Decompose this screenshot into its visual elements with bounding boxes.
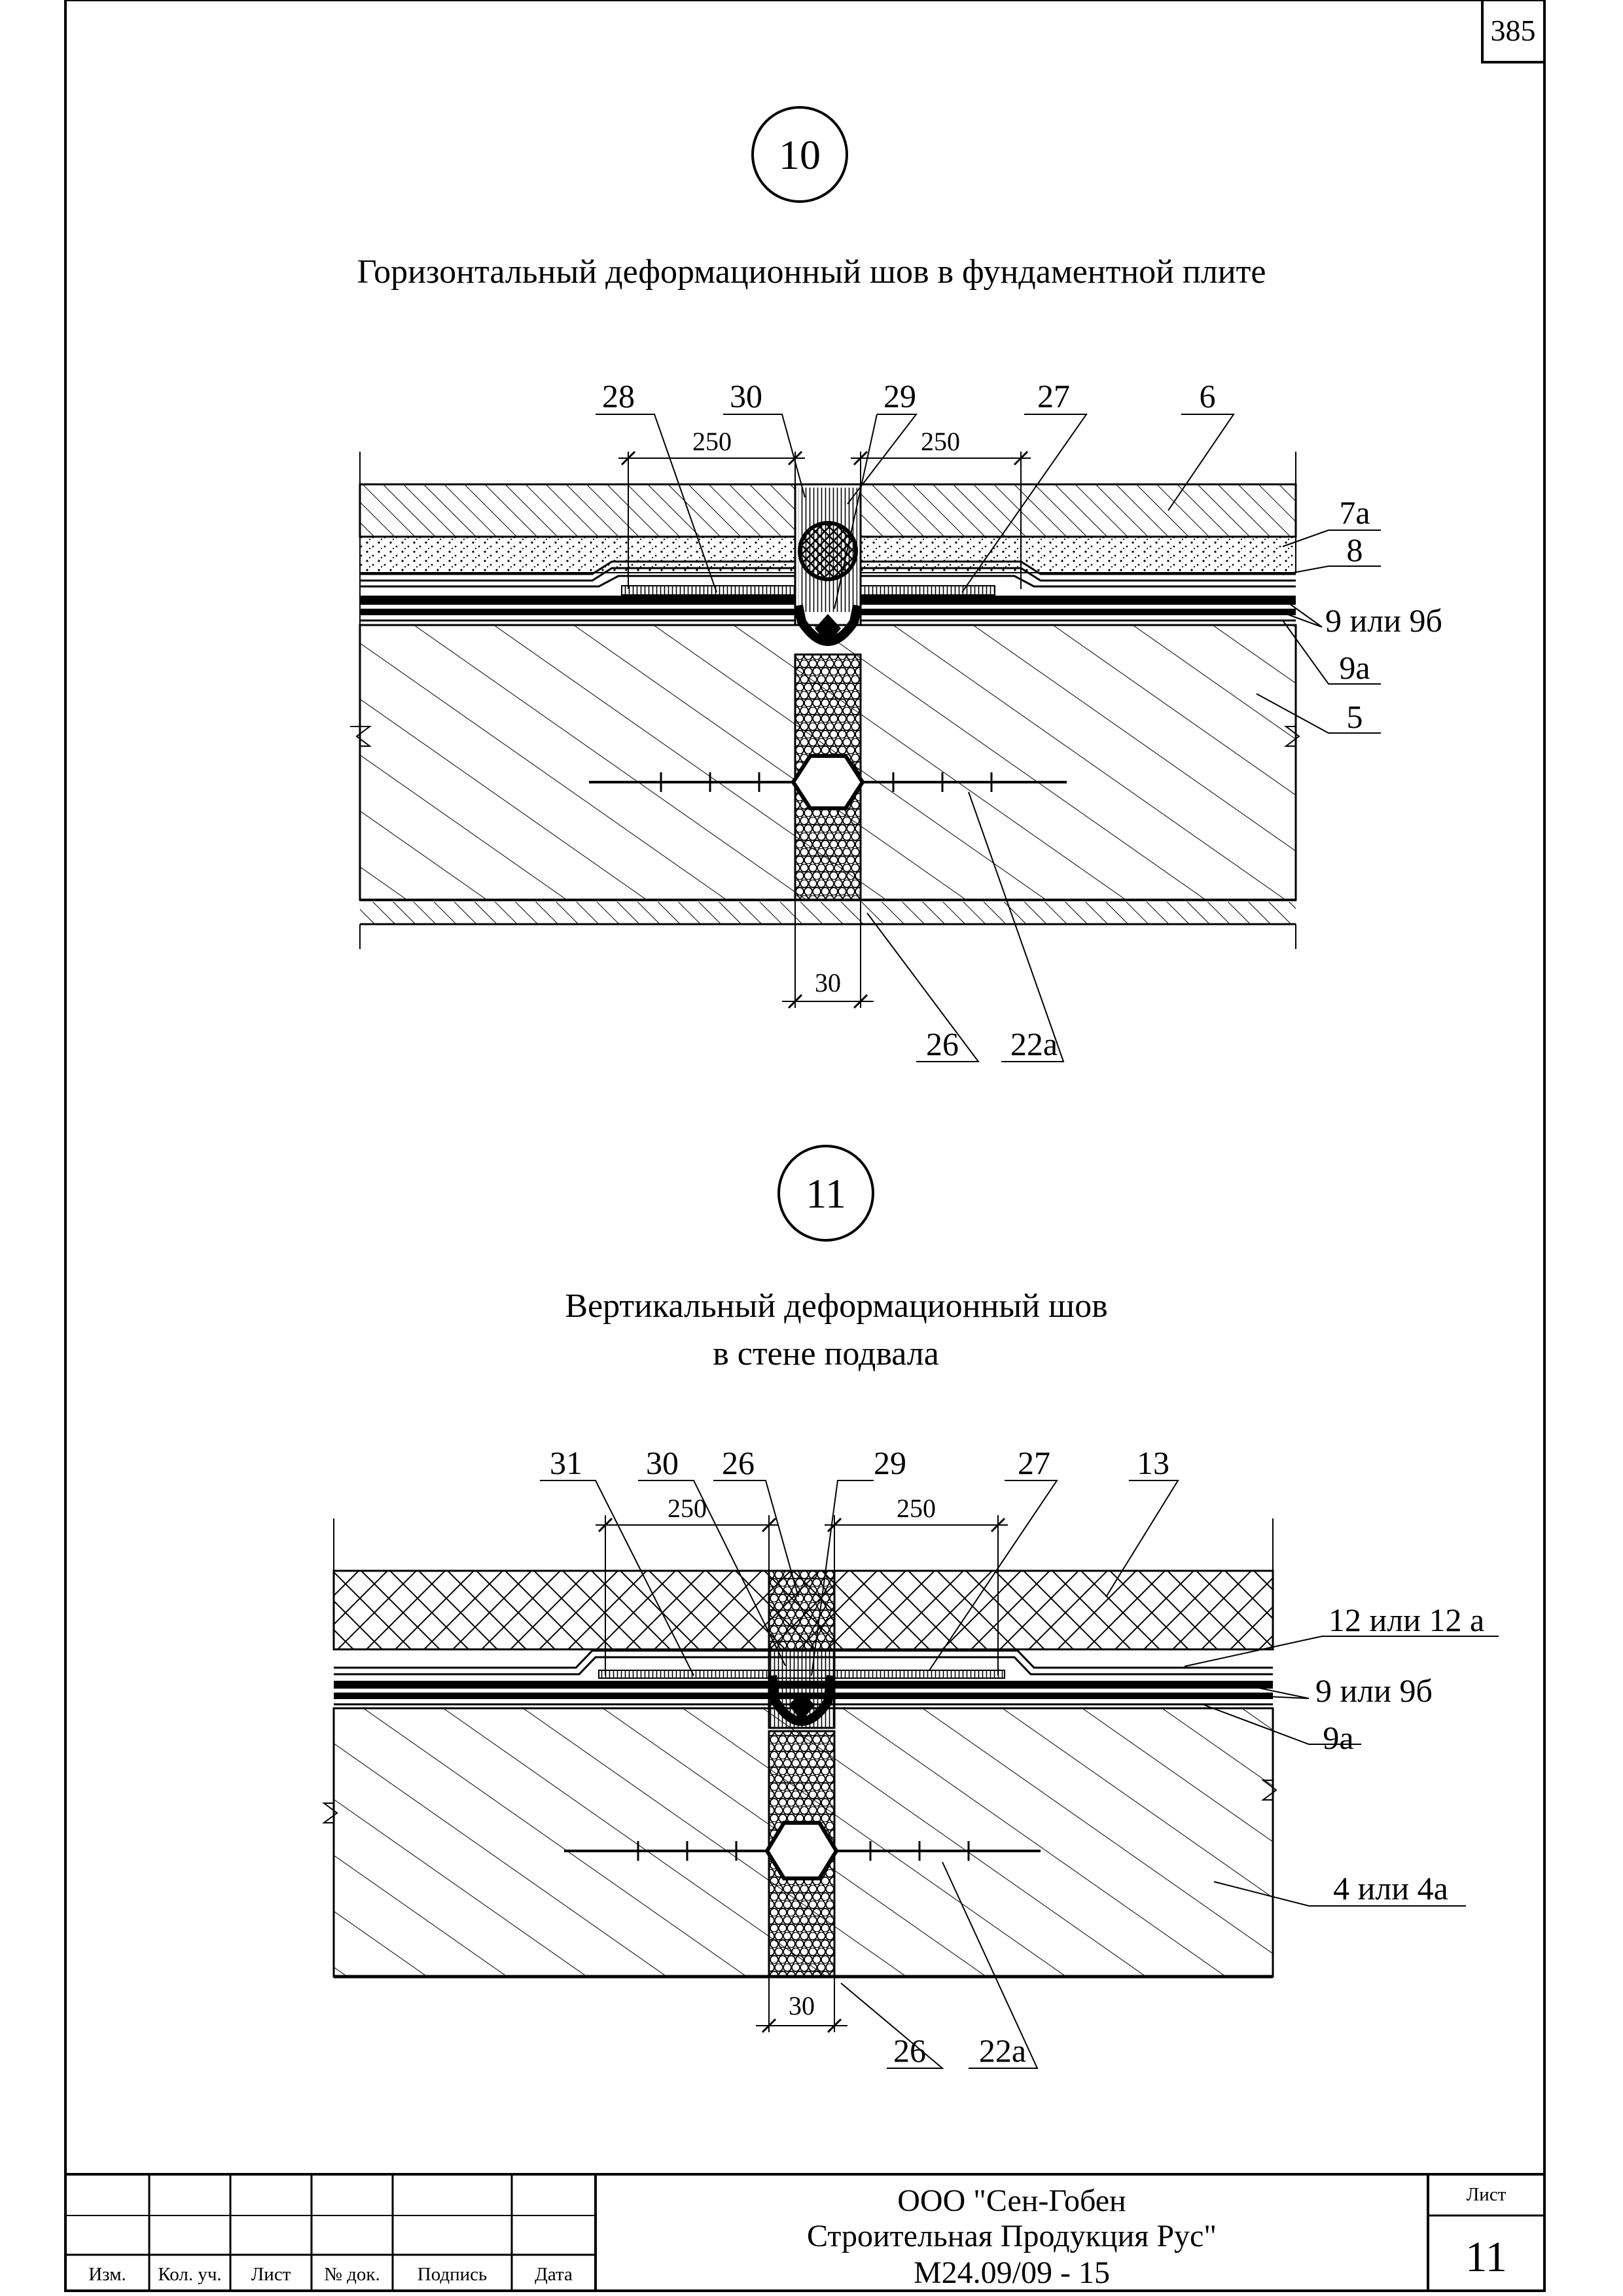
drawing-11-label-13: 13: [1137, 1444, 1169, 1481]
drawing-10: 10 Горизонтальный деформационный шов в ф…: [350, 106, 1442, 1062]
drawing-10-label-28: 28: [602, 378, 635, 414]
stamp-col-date: Дата: [535, 2264, 573, 2285]
drawing-11-label-26-top: 26: [722, 1444, 755, 1481]
drawing-11-label-26: 26: [893, 2032, 926, 2069]
drawing-10-label-29: 29: [883, 378, 916, 414]
title-block: [65, 2173, 1544, 2291]
waterstop-bulb: [764, 1821, 839, 1880]
drawing-10-label-22a: 22а: [1010, 1026, 1058, 1062]
break-mark-right: [1284, 726, 1300, 747]
drawing-11-label-4-or-4a: 4 или 4а: [1333, 1870, 1448, 1907]
drawing-11-callout-circle: [777, 1145, 874, 1242]
sealing-cord: [798, 521, 858, 581]
drawing-11: 11 Вертикальный деформационный шов в сте…: [322, 1145, 1499, 2069]
drawing-11-dim-left: 250: [668, 1494, 707, 1523]
drawing-10-dim-left: 250: [692, 427, 732, 456]
drawing-11-number: 11: [806, 1170, 846, 1217]
drawing-10-label-9a: 9а: [1339, 649, 1370, 686]
title-block-column-headers: Изм. Кол. уч. Лист № док. Подпись Дата: [88, 2264, 573, 2285]
drawing-10-callout-circle: [751, 106, 848, 203]
page-number: 385: [1491, 14, 1536, 47]
drawing-10-number: 10: [779, 132, 821, 178]
drawing-10-label-5: 5: [1347, 698, 1363, 735]
break-mark-left: [322, 1803, 338, 1823]
page-number-box: [1481, 0, 1546, 63]
drawing-11-label-30: 30: [646, 1444, 679, 1481]
drawing-10-label-9-or-9b: 9 или 9б: [1325, 602, 1442, 639]
drawing-11-dimensions: [596, 1515, 1008, 2034]
drawing-10-label-30: 30: [730, 378, 762, 414]
drawing-11-label-27: 27: [1018, 1444, 1050, 1481]
sheet-frame: [64, 0, 1546, 2292]
drawing-11-label-29: 29: [874, 1444, 906, 1481]
drawing-11-title-line1: Вертикальный деформационный шов: [565, 1287, 1107, 1325]
drawing-11-label-9a: 9а: [1323, 1719, 1353, 1756]
drawing-11-leaders: [540, 1480, 1499, 2069]
stamp-organization-line2: Строительная Продукция Рус": [807, 2219, 1217, 2253]
drawing-10-dim-joint: 30: [815, 968, 841, 997]
drawing-10-section: [350, 452, 1300, 949]
stamp-document-code: М24.09/09 - 15: [914, 2255, 1110, 2290]
drawing-10-title: Горизонтальный деформационный шов в фунд…: [357, 253, 1266, 291]
break-mark-left: [350, 452, 372, 900]
stamp-sheet-label: Лист: [1467, 2184, 1507, 2205]
waterstop-bulb: [791, 754, 865, 810]
drawing-11-label-9-or-9b: 9 или 9б: [1315, 1672, 1433, 1709]
stamp-col-signature: Подпись: [418, 2264, 488, 2285]
drawing-11-label-12-or-12a: 12 или 12 а: [1329, 1602, 1484, 1638]
drawing-11-section: [322, 1518, 1277, 1979]
drawing-10-label-7a: 7а: [1339, 494, 1370, 531]
drawing-11-label-22a: 22а: [979, 2032, 1026, 2069]
stamp-col-sheet: Лист: [251, 2264, 291, 2285]
break-mark-right: [1261, 1780, 1277, 1801]
drawing-10-leaders: [596, 414, 1381, 1062]
drawing-10-label-6: 6: [1200, 378, 1216, 414]
stamp-organization-line1: ООО "Сен-Гобен: [897, 2183, 1126, 2218]
drawing-11-title-line2: в стене подвала: [713, 1335, 939, 1372]
stamp-col-doc: № док.: [324, 2264, 380, 2285]
drawing-11-dim-right: 250: [897, 1494, 936, 1523]
stamp-sheet-number: 11: [1465, 2233, 1507, 2281]
drawing-10-label-27: 27: [1037, 378, 1070, 414]
drawing-10-dimensions: [618, 450, 1031, 1009]
stamp-col-count: Кол. уч.: [158, 2264, 221, 2285]
drawing-11-dim-joint: 30: [789, 1991, 815, 2020]
stamp-col-change: Изм.: [88, 2264, 126, 2285]
drawing-10-dim-right: 250: [921, 427, 960, 456]
drawing-11-label-31: 31: [550, 1444, 582, 1481]
ground-base: [360, 902, 1296, 924]
drawing-10-label-26: 26: [926, 1026, 959, 1062]
drawing-10-label-8: 8: [1347, 531, 1363, 568]
